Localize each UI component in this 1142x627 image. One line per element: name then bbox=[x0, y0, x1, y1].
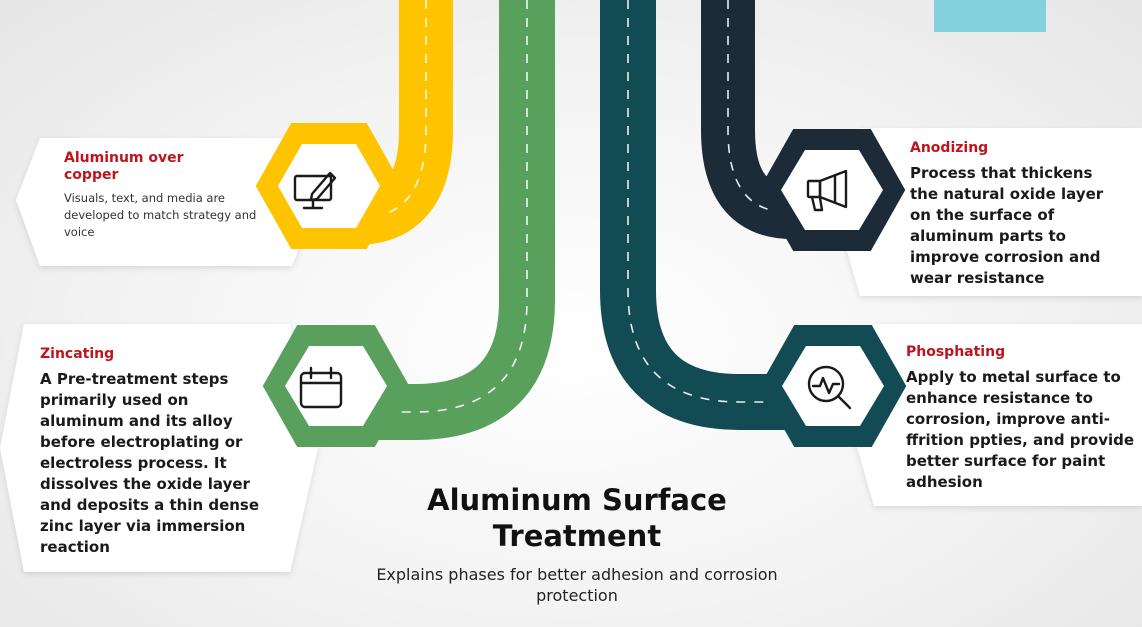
page-title: Aluminum Surface Treatment bbox=[427, 483, 727, 553]
card-panel-phosphating bbox=[848, 324, 1142, 506]
megaphone-icon bbox=[806, 169, 848, 212]
step-card-zincating: Zincating A Pre-treatment steps primaril… bbox=[40, 346, 276, 558]
page-subtitle: Explains phases for better adhesion and … bbox=[376, 565, 778, 605]
step-description: Apply to metal surface to enhance resist… bbox=[906, 368, 1135, 491]
step-title: Phosphating bbox=[906, 344, 1006, 360]
step-card-aluminum-over-copper: Aluminum over copper Visuals, text, and … bbox=[64, 150, 264, 241]
step-card-anodizing: Anodizing Process that thickens the natu… bbox=[910, 140, 1122, 289]
step-title: Zincating bbox=[40, 346, 115, 362]
road-teal bbox=[600, 0, 800, 430]
sticky-note bbox=[934, 0, 1046, 32]
step-description: Visuals, text, and media are developed t… bbox=[64, 191, 257, 239]
badge-green bbox=[262, 325, 410, 447]
badge-navy bbox=[758, 129, 906, 251]
step-description: A Pre-treatment steps primarily used on … bbox=[40, 370, 260, 556]
step-description: Process that thickens the natural oxide … bbox=[910, 164, 1104, 287]
step-card-phosphating: Phosphating Apply to metal surface to en… bbox=[906, 344, 1140, 493]
road-green bbox=[345, 0, 555, 440]
step-title: Anodizing bbox=[910, 140, 989, 156]
card-panel-anodizing bbox=[836, 128, 1142, 296]
step-title: Aluminum over copper bbox=[64, 150, 184, 183]
calendar-icon bbox=[299, 366, 343, 409]
search-analytics-icon bbox=[807, 365, 852, 410]
monitor-pen-icon bbox=[293, 171, 337, 210]
card-panel-aluminum-over-copper bbox=[16, 138, 318, 266]
card-panel-zincating bbox=[0, 324, 318, 572]
